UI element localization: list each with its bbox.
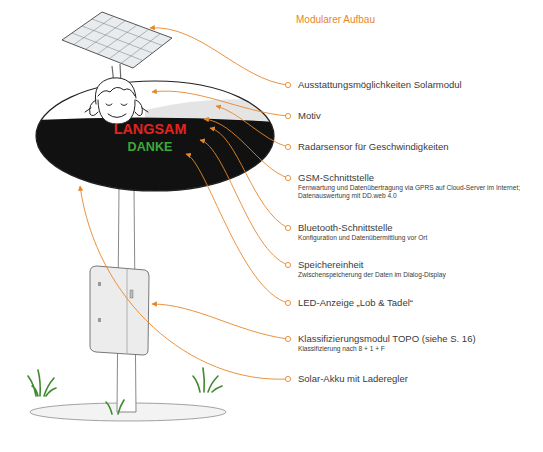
callout-description: Konfiguration und Datenübermittlung vor …: [298, 234, 526, 242]
callout-heading: GSM-Schnittstelle: [298, 172, 374, 184]
callout-heading: Solar-Akku mit Laderegler: [298, 373, 408, 385]
sign-text-block: LANGSAMDANKE: [35, 120, 265, 156]
leader-dot: [285, 82, 290, 87]
leader-line: [80, 186, 288, 379]
callout-description: Zwischenspeicherung der Daten im Dialog-…: [298, 271, 526, 279]
leader-line: [210, 128, 288, 228]
leader-lines: [80, 28, 291, 382]
leader-dot: [285, 113, 290, 118]
leader-line: [200, 140, 288, 265]
leader-line: [152, 91, 288, 116]
callout-description: Klassifizierung nach 8 + 1 + F: [298, 345, 526, 353]
callout-heading: Motiv: [298, 110, 321, 122]
diagram-title: Modularer Aufbau: [296, 14, 375, 25]
leader-dot: [285, 300, 290, 305]
callout-heading: LED-Anzeige „Lob & Tadel“: [298, 297, 413, 309]
leader-line: [216, 106, 288, 147]
leader-line: [152, 304, 288, 339]
control-box: [90, 266, 149, 355]
face-motif: [85, 78, 148, 124]
leader-dot: [285, 262, 290, 267]
ground-base: [30, 403, 226, 421]
solar-panel: [62, 12, 172, 68]
callout-heading: Speichereinheit: [298, 259, 364, 271]
callout-heading: Klassifizierungsmodul TOPO (siehe S. 16): [298, 333, 476, 345]
callout-heading: Ausstattungsmöglichkeiten Solarmodul: [298, 79, 462, 91]
leader-line: [204, 119, 288, 178]
callout-description: Fernwartung und Datenübertragung via GPR…: [298, 184, 526, 200]
thanks-message: DANKE: [35, 139, 265, 156]
callout-heading: Radarsensor für Geschwindigkeiten: [298, 141, 449, 153]
leader-line: [150, 28, 288, 85]
leader-dot: [285, 376, 290, 381]
leader-dot: [285, 336, 290, 341]
callout-heading: Bluetooth-Schnittstelle: [298, 222, 393, 234]
grass: [28, 368, 222, 414]
leader-line: [186, 154, 288, 303]
slow-message: LANGSAM: [35, 120, 265, 139]
sign-display-oval: LANGSAMDANKE: [35, 80, 275, 192]
panel-mount: [112, 64, 121, 84]
leader-dot: [285, 225, 290, 230]
leader-dot: [285, 144, 290, 149]
pole: [117, 188, 136, 412]
leader-dot: [285, 175, 290, 180]
